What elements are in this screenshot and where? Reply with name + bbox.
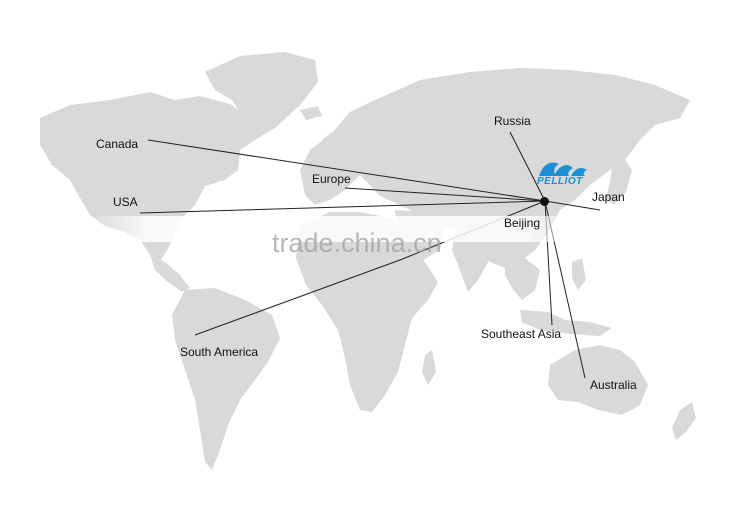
route-russia [509,131,546,202]
label-canada: Canada [96,137,139,151]
land-uk [322,132,338,158]
land-africa [296,212,438,412]
watermark-text: trade.china.cn [272,228,442,258]
route-canada [147,139,546,202]
label-australia: Australia [590,378,637,392]
watermark-band [88,216,588,242]
land-iceland [300,106,322,120]
land-indonesia [520,310,612,336]
land-south-america [172,288,280,470]
land-australia [548,345,648,415]
route-usa [139,200,546,214]
route-south-america-2 [194,259,401,336]
route-japan [544,200,601,211]
label-southeast-asia: Southeast Asia [481,327,562,341]
label-usa: USA [113,195,138,209]
label-japan: Japan [592,190,625,204]
land-north-america [40,92,255,262]
land-madagascar [422,350,436,385]
land-indochina [505,258,540,300]
land-india [452,230,492,292]
route-europe [344,187,546,202]
land-philippines [572,258,586,290]
label-russia: Russia [494,114,531,128]
land-central-america [150,255,190,292]
logo-text: PELLIOT [537,176,583,187]
land-europe [300,100,400,205]
land-new-zealand [672,402,696,440]
label-europe: Europe [312,172,351,186]
brand-logo: PELLIOT [533,156,599,192]
hub-marker [540,197,549,206]
hub-label: Beijing [504,216,541,230]
wave-icon [539,162,587,176]
label-south-america: South America [180,345,259,359]
land-japan [606,158,632,205]
land-greenland [205,52,318,140]
